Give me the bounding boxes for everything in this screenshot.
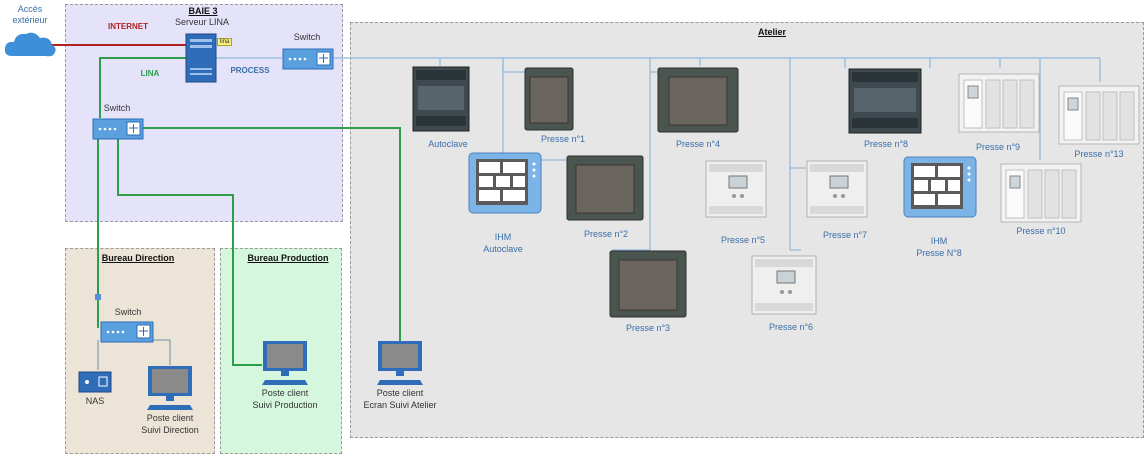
- ihm-presse8-label: IHM Presse N°8: [916, 236, 962, 258]
- atelier-title: Atelier: [757, 27, 787, 37]
- server-icon: [185, 33, 217, 83]
- baie-title: BAIE 3: [188, 6, 218, 16]
- server-badge: lina: [217, 38, 233, 46]
- computer-atelier-icon: [377, 341, 423, 385]
- switch-main-icon: [92, 118, 144, 140]
- computer-production-icon: [262, 341, 308, 385]
- plc-presse10-icon: [1000, 163, 1082, 223]
- switch-direction-label: Switch: [114, 307, 142, 317]
- presse4-label: Presse n°4: [675, 139, 721, 149]
- plc-presse5-icon: [705, 160, 767, 218]
- direction-zone: [65, 248, 215, 454]
- panel-presse2-icon: [566, 155, 644, 221]
- autoclave-label: Autoclave: [428, 139, 468, 149]
- hmi-presse8-icon: [903, 156, 977, 218]
- ihm-autoclave-label: IHM Autoclave: [483, 232, 523, 254]
- panel-presse4-icon: [657, 67, 739, 133]
- internet-label: INTERNET: [108, 22, 148, 31]
- direction-title: Bureau Direction: [101, 253, 175, 263]
- direction-client-link: [150, 339, 171, 365]
- presse2-label: Presse n°2: [583, 229, 629, 239]
- lina-link: [99, 57, 186, 118]
- client-production-label: Poste client Suivi Production: [252, 388, 318, 410]
- client-atelier-label: Poste client Ecran Suivi Atelier: [363, 388, 437, 410]
- presse10-label: Presse n°10: [1016, 226, 1066, 236]
- plc-presse8-icon: [848, 68, 922, 134]
- nas-icon: [78, 371, 112, 393]
- process-label: PROCESS: [230, 66, 270, 75]
- switch-to-atelier-link: [143, 127, 401, 342]
- plc-presse7-icon: [806, 160, 868, 218]
- presse9-label: Presse n°9: [975, 142, 1021, 152]
- hmi-autoclave-icon: [468, 152, 542, 214]
- presse1-label: Presse n°1: [540, 134, 586, 144]
- presse3-label: Presse n°3: [625, 323, 671, 333]
- presse6-label: Presse n°6: [768, 322, 814, 332]
- switch-main-label: Switch: [103, 103, 131, 113]
- switch-direction-icon: [100, 321, 154, 343]
- switch-process-icon: [282, 48, 334, 70]
- panel-presse3-icon: [609, 250, 687, 318]
- plc-presse13-icon: [1058, 85, 1140, 145]
- plc-presse9-icon: [958, 73, 1040, 133]
- switch-to-production-link: [117, 138, 262, 366]
- computer-direction-icon: [147, 366, 193, 410]
- presse13-label: Presse n°13: [1074, 149, 1124, 159]
- lina-label: LINA: [140, 69, 160, 78]
- panel-presse1-icon: [524, 67, 574, 131]
- switch-process-label: Switch: [293, 32, 321, 42]
- production-title: Bureau Production: [247, 253, 329, 263]
- plc-presse6-icon: [751, 255, 817, 315]
- presse5-label: Presse n°5: [720, 235, 766, 245]
- plc-autoclave-icon: [412, 66, 470, 132]
- cloud-icon: [4, 32, 56, 57]
- cloud-label: Accès extérieur: [12, 4, 48, 25]
- client-direction-label: Poste client Suivi Direction: [141, 413, 199, 435]
- nas-label: NAS: [85, 396, 105, 406]
- presse8-label: Presse n°8: [863, 139, 909, 149]
- server-label: Serveur LINA: [174, 17, 230, 27]
- presse7-label: Presse n°7: [822, 230, 868, 240]
